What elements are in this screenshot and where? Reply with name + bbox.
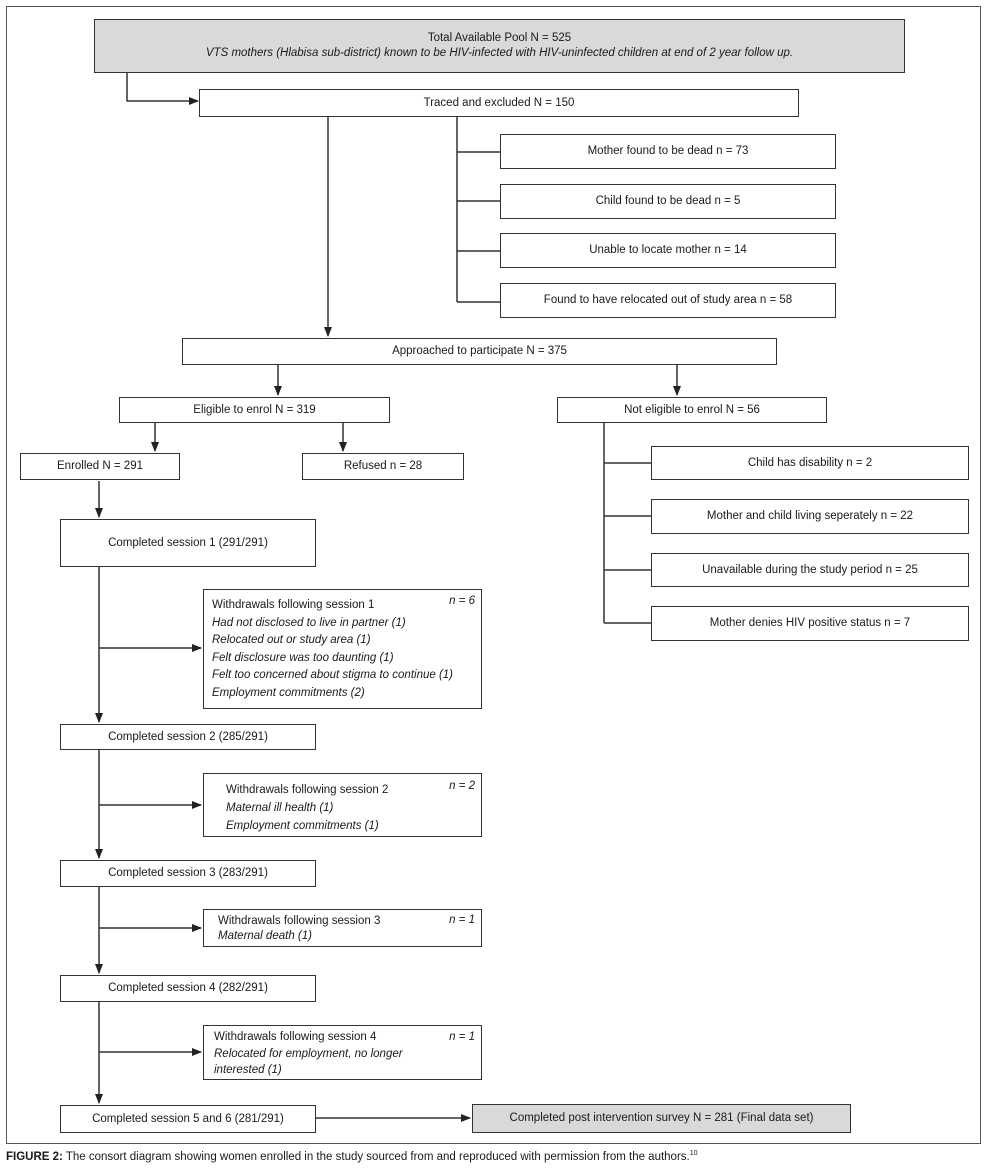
withdrawals-title: Withdrawals following session 3 [218, 915, 381, 927]
session-label: Completed session 4 (282/291) [108, 982, 268, 994]
not-eligible-reason-label: Child has disability n = 2 [747, 456, 873, 469]
withdrawal-reason: Felt disclosure was too daunting (1) [212, 651, 394, 664]
withdrawal-reason: Had not disclosed to live in partner (1) [212, 616, 406, 629]
withdrawals-n: n = 2 [449, 780, 475, 792]
withdrawal-reason: Maternal ill health (1) [226, 802, 334, 814]
withdrawals-box: n = 6 Withdrawals following session 1 Ha… [203, 589, 482, 709]
excluded-reason-box: Child found to be dead n = 5 [500, 184, 836, 219]
approached-box: Approached to participate N = 375 [182, 338, 777, 365]
withdrawal-reason: interested (1) [214, 1064, 282, 1076]
withdrawals-box: n = 2 Withdrawals following session 2 Ma… [203, 773, 482, 837]
not-eligible-label: Not eligible to enrol N = 56 [624, 403, 760, 416]
refused-label: Refused n = 28 [343, 460, 423, 472]
withdrawal-reason: Relocated out or study area (1) [212, 634, 371, 646]
withdrawals-n: n = 6 [449, 595, 475, 607]
excluded-reason-label: Found to have relocated out of study are… [543, 294, 793, 306]
session-box: Completed session 3 (283/291) [60, 860, 316, 887]
caption-reference: 10 [689, 1150, 698, 1157]
withdrawal-reason: Felt too concerned about stigma to conti… [212, 669, 454, 681]
approached-label: Approached to participate N = 375 [392, 345, 567, 357]
excluded-reason-box: Mother found to be dead n = 73 [500, 134, 836, 169]
not-eligible-reason-box: Child has disability n = 2 [651, 446, 969, 480]
not-eligible-reason-box: Mother and child living seperately n = 2… [651, 499, 969, 534]
eligible-box: Eligible to enrol N = 319 [119, 397, 390, 423]
withdrawals-n: n = 1 [449, 914, 475, 926]
session-label: Completed session 2 (285/291) [108, 730, 268, 743]
not-eligible-reason-label: Unavailable during the study period n = … [702, 563, 918, 576]
not-eligible-box: Not eligible to enrol N = 56 [557, 397, 827, 423]
session-label: Completed session 3 (283/291) [108, 867, 268, 879]
figure-caption: FIGURE 2: The consort diagram showing wo… [6, 1150, 698, 1163]
session-box: Completed session 2 (285/291) [60, 724, 316, 750]
session-label: Completed session 1 (291/291) [108, 536, 268, 549]
withdrawal-reason: Maternal death (1) [218, 929, 312, 942]
not-eligible-reason-label: Mother denies HIV positive status n = 7 [709, 617, 911, 629]
withdrawals-n: n = 1 [449, 1031, 475, 1043]
not-eligible-reason-box: Mother denies HIV positive status n = 7 [651, 606, 969, 641]
excluded-reason-box: Unable to locate mother n = 14 [500, 233, 836, 268]
traced-excluded-label: Traced and excluded N = 150 [423, 96, 575, 109]
final-dataset-label: Completed post intervention survey N = 2… [509, 1112, 814, 1124]
withdrawals-box: n = 1 Withdrawals following session 3 Ma… [203, 909, 482, 947]
figure-frame [6, 6, 981, 1144]
total-pool-box: Total Available Pool N = 525 VTS mothers… [94, 19, 905, 73]
traced-excluded-box: Traced and excluded N = 150 [199, 89, 799, 117]
withdrawal-reason: Employment commitments (1) [226, 820, 379, 832]
session-box: Completed session 4 (282/291) [60, 975, 316, 1002]
not-eligible-reason-box: Unavailable during the study period n = … [651, 553, 969, 587]
withdrawals-title: Withdrawals following session 1 [212, 599, 375, 611]
final-dataset-box: Completed post intervention survey N = 2… [472, 1104, 851, 1133]
session-box: Completed session 5 and 6 (281/291) [60, 1105, 316, 1133]
excluded-reason-label: Child found to be dead n = 5 [595, 195, 741, 207]
eligible-label: Eligible to enrol N = 319 [193, 403, 316, 416]
withdrawals-title: Withdrawals following session 4 [214, 1031, 377, 1043]
total-pool-description: VTS mothers (Hlabisa sub-district) known… [205, 47, 794, 59]
excluded-reason-label: Mother found to be dead n = 73 [587, 145, 749, 157]
enrolled-box: Enrolled N = 291 [20, 453, 180, 480]
caption-label: FIGURE 2: [6, 1150, 63, 1163]
withdrawal-reason: Employment commitments (2) [212, 686, 365, 699]
withdrawals-box: n = 1 Withdrawals following session 4 Re… [203, 1025, 482, 1080]
session-label: Completed session 5 and 6 (281/291) [92, 1112, 284, 1125]
session-box: Completed session 1 (291/291) [60, 519, 316, 567]
withdrawals-title: Withdrawals following session 2 [226, 784, 389, 796]
caption-text: The consort diagram showing women enroll… [62, 1150, 690, 1163]
total-pool-title: Total Available Pool N = 525 [427, 32, 572, 44]
withdrawal-reason: Relocated for employment, no longer [214, 1047, 403, 1060]
not-eligible-reason-label: Mother and child living seperately n = 2… [706, 510, 914, 522]
excluded-reason-label: Unable to locate mother n = 14 [589, 244, 747, 256]
excluded-reason-box: Found to have relocated out of study are… [500, 283, 836, 318]
enrolled-label: Enrolled N = 291 [57, 460, 143, 472]
refused-box: Refused n = 28 [302, 453, 464, 480]
